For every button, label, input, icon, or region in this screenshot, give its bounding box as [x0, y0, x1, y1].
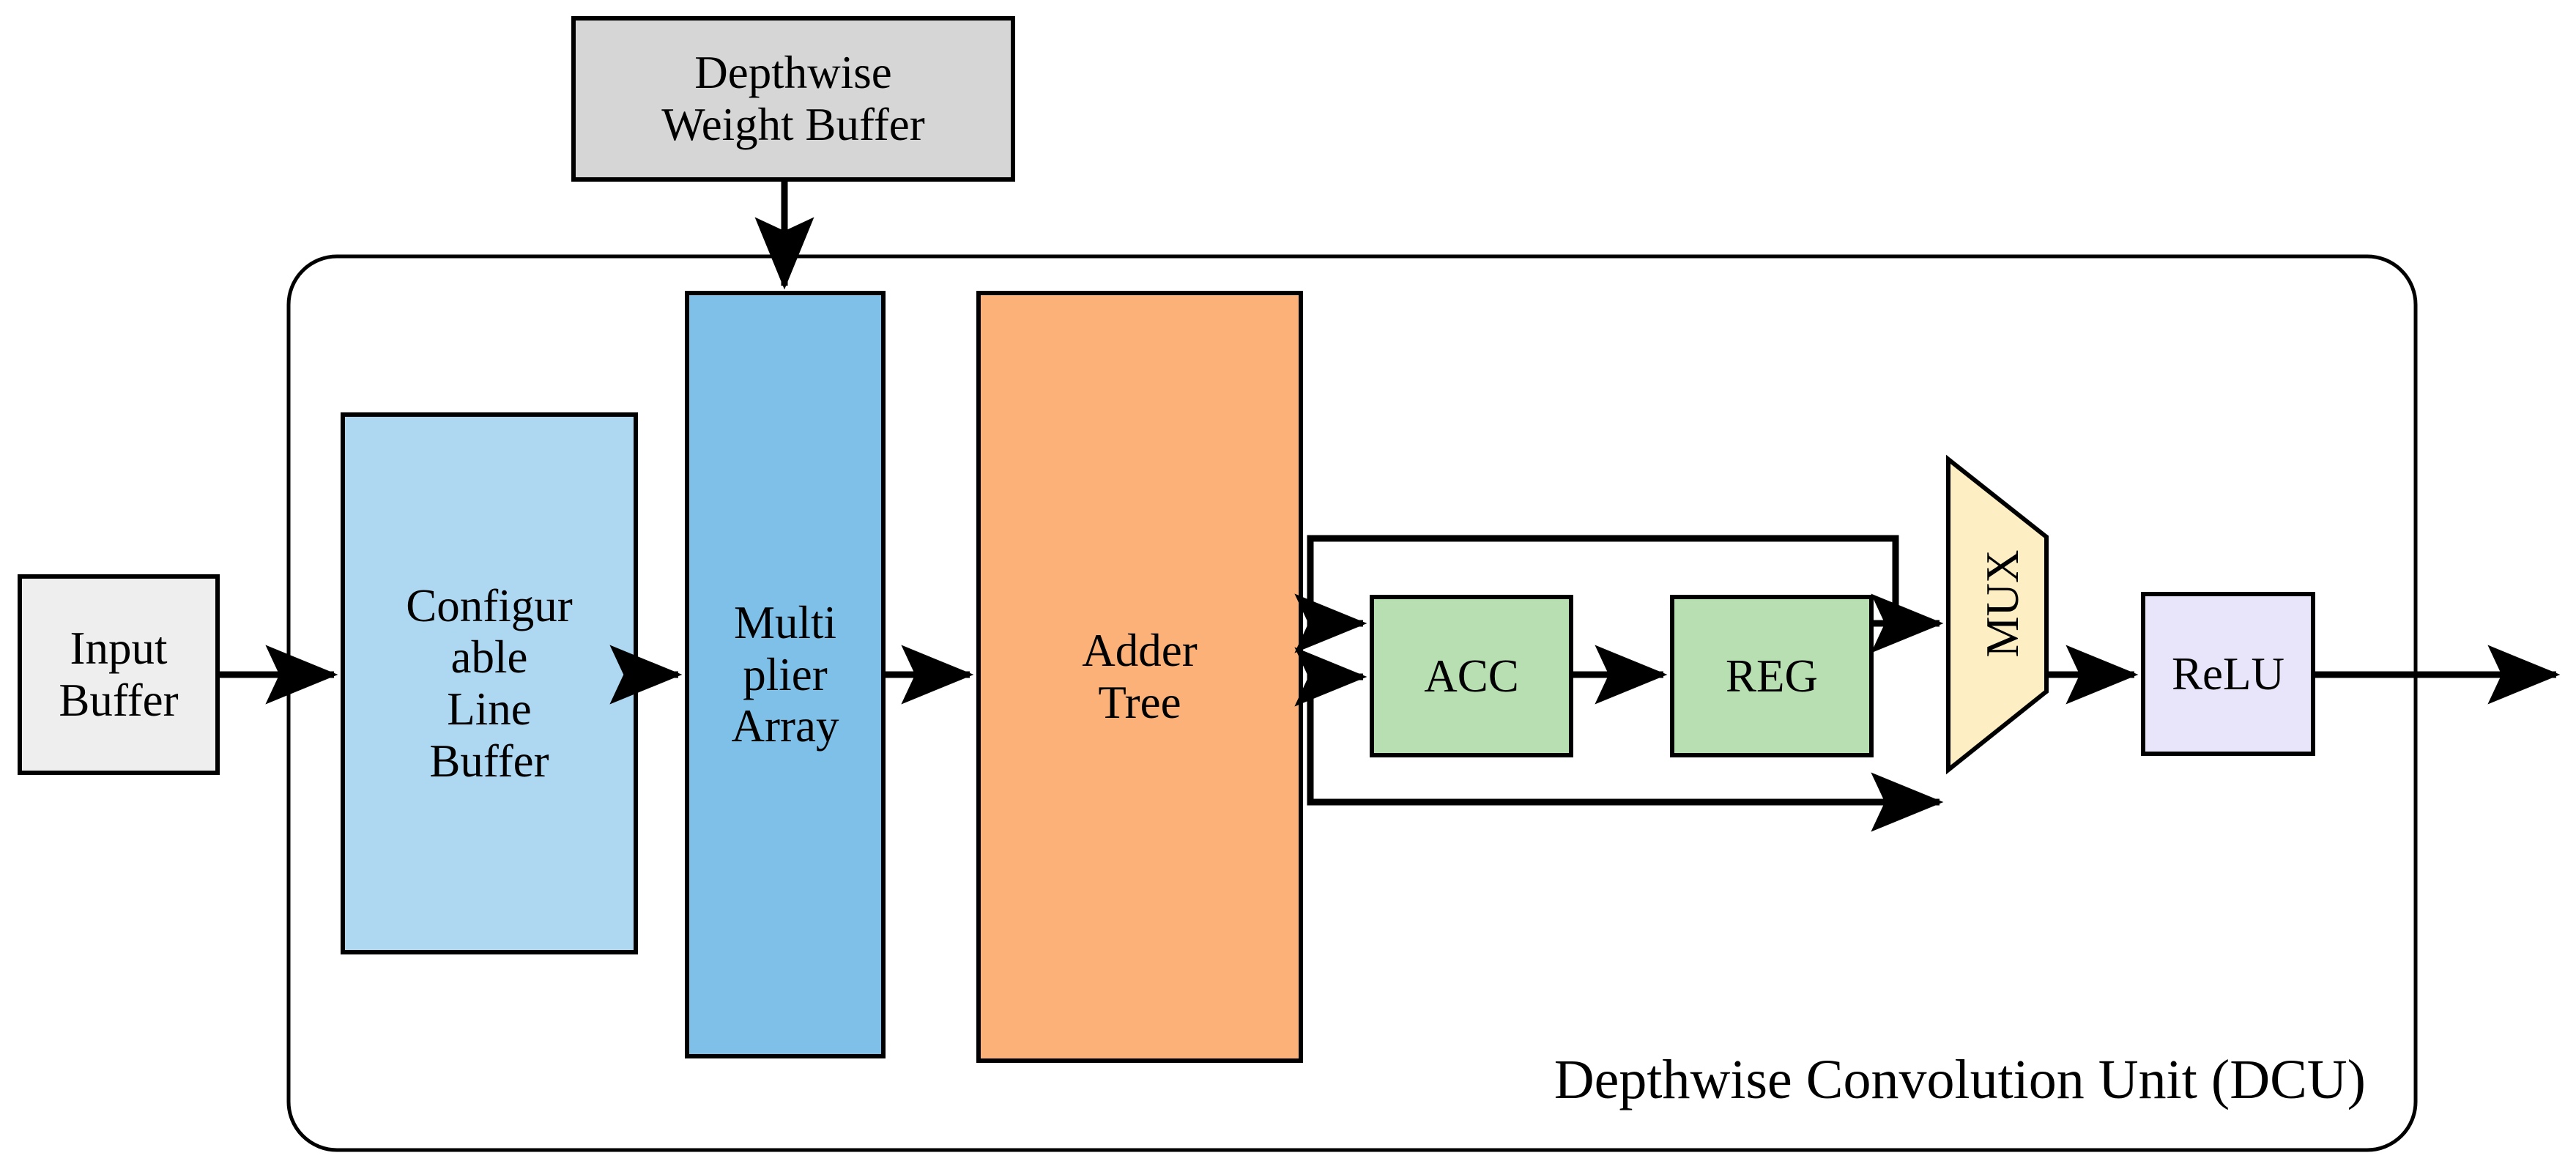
adder-tree-box: [976, 291, 1303, 1063]
mux-shape: [1946, 454, 2049, 775]
acc-box: [1370, 595, 1573, 757]
input-buffer-box: [18, 574, 220, 775]
multiplier-array-box: [685, 291, 886, 1058]
relu-box: [2141, 592, 2315, 756]
reg-box: [1670, 595, 1874, 757]
conn-adder-tree-to-acc: [1294, 647, 1367, 707]
weight-buffer-box: [571, 16, 1015, 182]
conn-reg-feedback-to-acc: [1294, 535, 1899, 653]
line-buffer-box: [341, 412, 638, 954]
